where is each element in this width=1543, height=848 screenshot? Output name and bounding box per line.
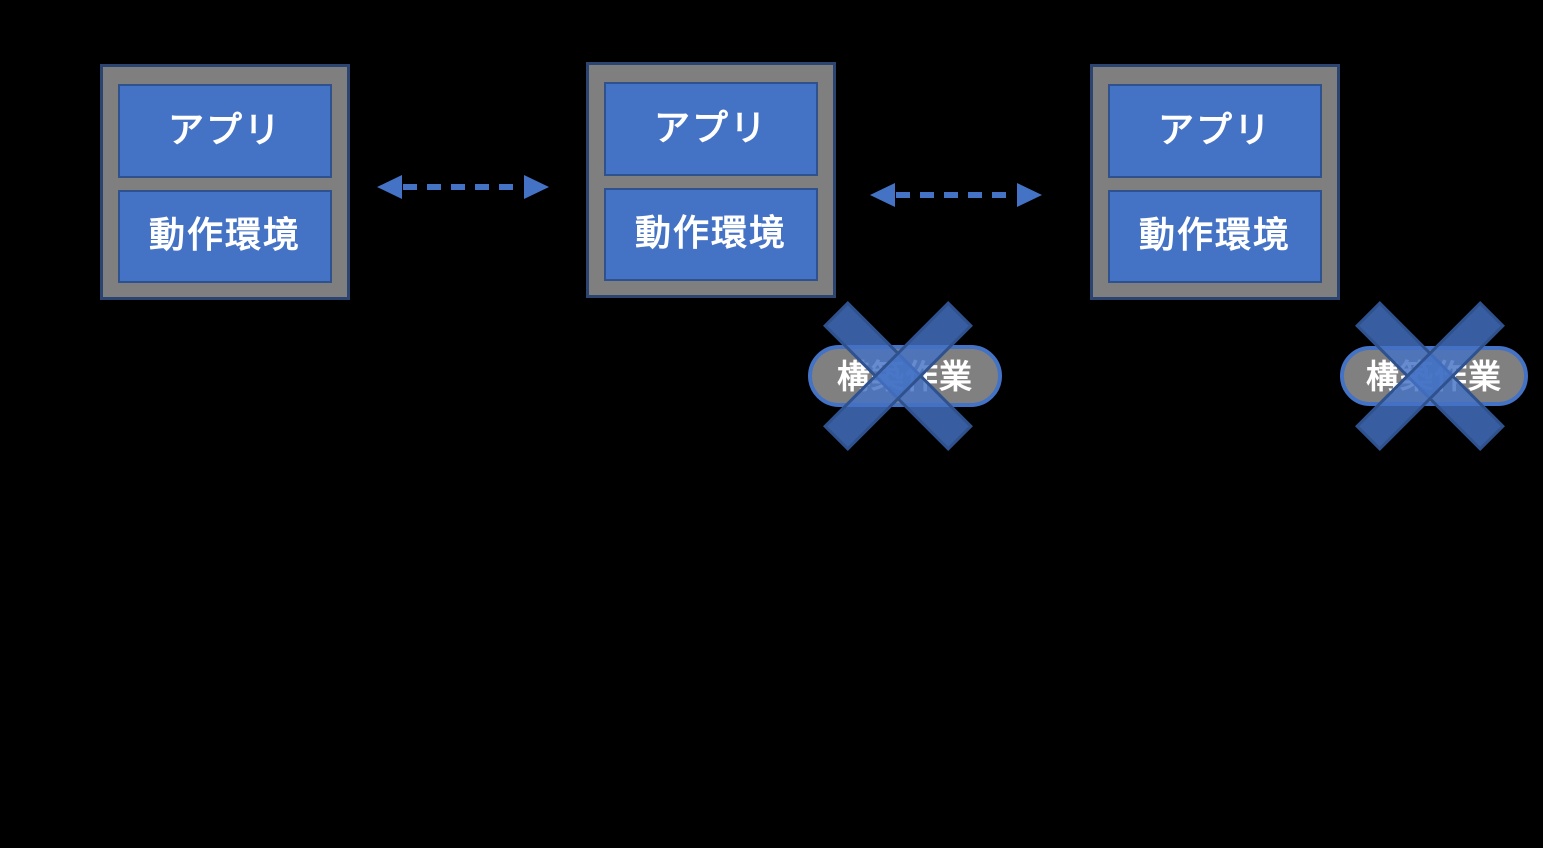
env-layer-2: 動作環境	[604, 187, 818, 281]
app-layer-3: アプリ	[1108, 84, 1322, 178]
cross-out-icon-1	[823, 301, 973, 451]
app-layer-1: アプリ	[118, 84, 332, 178]
double-arrow-icon-2	[870, 183, 1042, 207]
env-layer-3: 動作環境	[1108, 189, 1322, 283]
server-box-2: アプリ 動作環境	[586, 62, 836, 298]
double-arrow-icon-1	[377, 175, 549, 199]
cross-out-icon-2	[1355, 301, 1505, 451]
env-layer-1: 動作環境	[118, 189, 332, 283]
server-box-3: アプリ 動作環境	[1090, 64, 1340, 300]
server-box-1: アプリ 動作環境	[100, 64, 350, 300]
app-layer-2: アプリ	[604, 82, 818, 176]
